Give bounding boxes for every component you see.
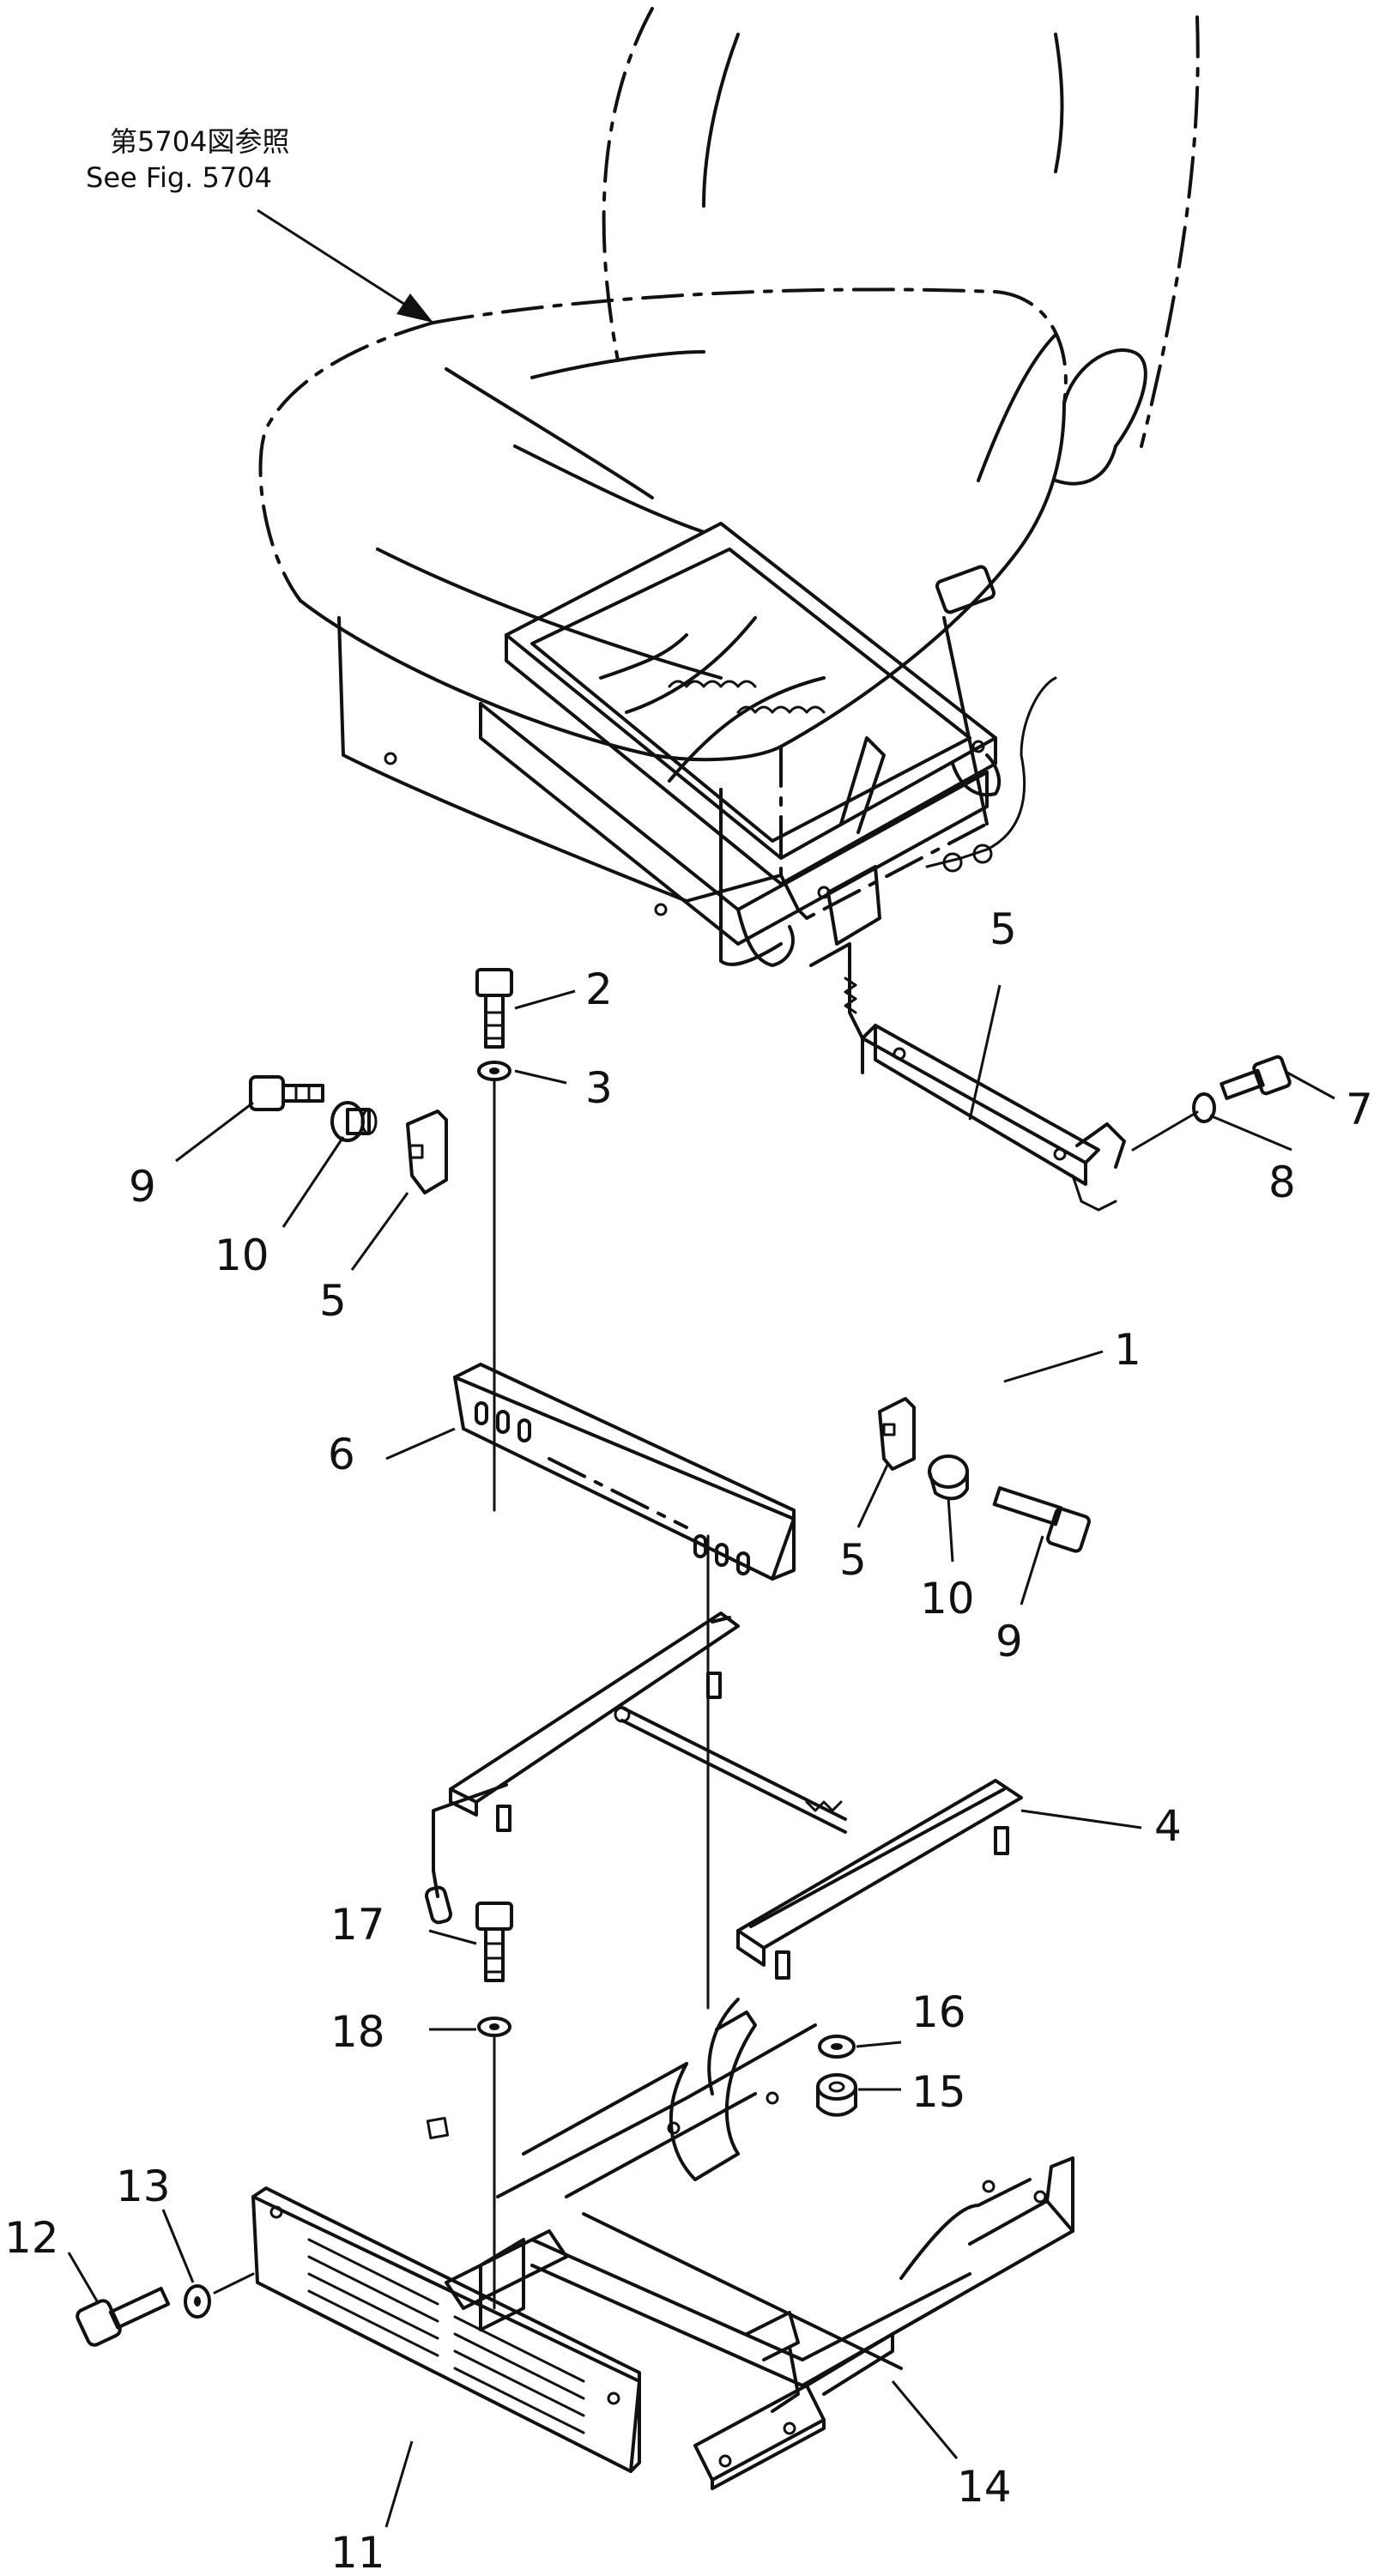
- slide-rail-left: [424, 1612, 847, 1925]
- seat-phantom: [258, 7, 1200, 966]
- callout-10-left: 10: [215, 1231, 269, 1280]
- cover-6: [453, 1363, 796, 1581]
- bracket-5-left: [406, 1110, 448, 1194]
- callout-12: 12: [4, 2213, 59, 2263]
- bolt-2: [475, 968, 513, 1049]
- callout-16: 16: [911, 1987, 966, 2037]
- callout-9-right: 9: [996, 1617, 1023, 1666]
- collar-10-right: [928, 1454, 969, 1501]
- reference-arrow: [257, 209, 433, 323]
- bolt-9-right: [992, 1486, 1091, 1553]
- bolt-12: [76, 2286, 171, 2347]
- callout-13: 13: [116, 2162, 171, 2211]
- callout-6: 6: [328, 1430, 355, 1479]
- callout-7: 7: [1346, 1085, 1373, 1134]
- callout-18: 18: [330, 2007, 385, 2057]
- slide-rail-right: [736, 1779, 1023, 1980]
- washer-18: [477, 2017, 511, 2037]
- seat-stand-14: [426, 1998, 1074, 2490]
- suspension-assembly: [479, 522, 1057, 967]
- bolt-17: [475, 1902, 513, 1982]
- callout-5-lower: 5: [839, 1535, 867, 1585]
- washer-13: [184, 2284, 211, 2319]
- bracket-5-lower: [878, 1397, 916, 1471]
- washer-8: [1192, 1092, 1216, 1123]
- callout-3: 3: [585, 1063, 613, 1113]
- callout-9-left: 9: [129, 1162, 156, 1212]
- callout-2: 2: [585, 964, 613, 1014]
- callout-10-right: 10: [920, 1574, 975, 1624]
- callout-14: 14: [957, 2462, 1012, 2512]
- callout-5-top: 5: [989, 904, 1017, 954]
- callout-1: 1: [1114, 1325, 1141, 1375]
- callout-5-left: 5: [319, 1276, 347, 1326]
- callout-8: 8: [1268, 1158, 1296, 1207]
- bolt-9-left: [249, 1075, 324, 1111]
- bracket-5-upper: [809, 942, 1126, 1212]
- nut-15: [816, 2073, 857, 2117]
- cover-plate-11: [251, 2186, 641, 2473]
- washer-3: [477, 1061, 511, 1081]
- callout-11: 11: [330, 2528, 385, 2576]
- reference-note-jp: 第5704図参照: [110, 125, 289, 158]
- collar-10-left: [330, 1101, 378, 1142]
- callout-15: 15: [911, 2067, 966, 2117]
- bolt-7: [1219, 1055, 1292, 1100]
- washer-16: [818, 2035, 856, 2059]
- callout-4: 4: [1154, 1801, 1182, 1851]
- reference-note-en: See Fig. 5704: [86, 161, 272, 194]
- leader-lines: [67, 984, 1335, 2528]
- callout-17: 17: [330, 1900, 385, 1950]
